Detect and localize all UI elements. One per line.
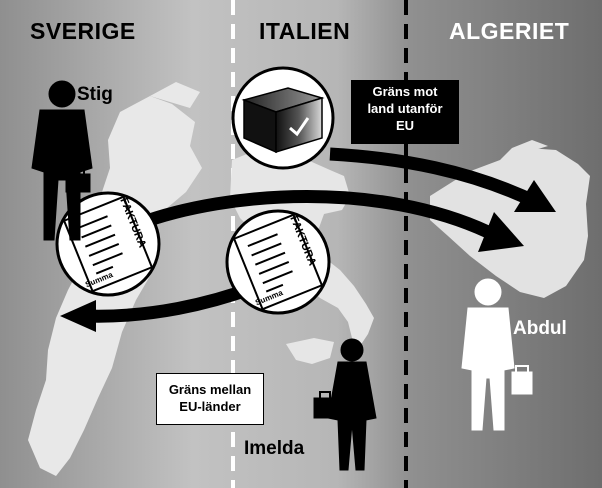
abdul-businessman-figure (461, 278, 533, 431)
stig-businessman-figure (31, 80, 93, 241)
goods-arrow-shaft (329, 147, 543, 210)
invoice-arrow-to-algeria-head (478, 212, 524, 252)
non-eu-border-line-1: Gräns mot (372, 84, 438, 99)
intra-eu-border-line-1: Gräns mellan (168, 382, 252, 397)
algeria-map (430, 148, 590, 298)
person-label-stig: Stig (77, 84, 113, 105)
non-eu-border-line-2: land utanför (367, 101, 443, 116)
intra-eu-border-box: Gräns mellan EU-länder (156, 373, 264, 425)
invoice-paper-icon-sweden (62, 195, 154, 293)
sweden-coast-detail (150, 82, 200, 108)
algeria-coast-detail (500, 140, 548, 160)
intra-eu-border-line-2: EU-länder (179, 399, 241, 414)
invoice-arrow-to-sweden-head (60, 300, 96, 332)
region-title-sverige: SVERIGE (30, 18, 136, 44)
region-title-italien: ITALIEN (259, 18, 351, 44)
person-label-imelda: Imelda (244, 438, 305, 459)
invoice-paper-icon-italy (232, 213, 324, 311)
non-eu-border-box: Gräns mot land utanför EU (351, 80, 459, 144)
person-label-abdul: Abdul (513, 318, 567, 339)
goods-box-icon (241, 87, 325, 154)
imelda-businesswoman-figure (313, 338, 377, 471)
goods-arrow-head (514, 180, 556, 212)
non-eu-border-line-3: EU (395, 118, 415, 133)
sicily-map (286, 338, 334, 364)
region-title-algeriet: ALGERIET (449, 18, 570, 44)
invoice-arrow-to-algeria-shaft (135, 190, 491, 238)
